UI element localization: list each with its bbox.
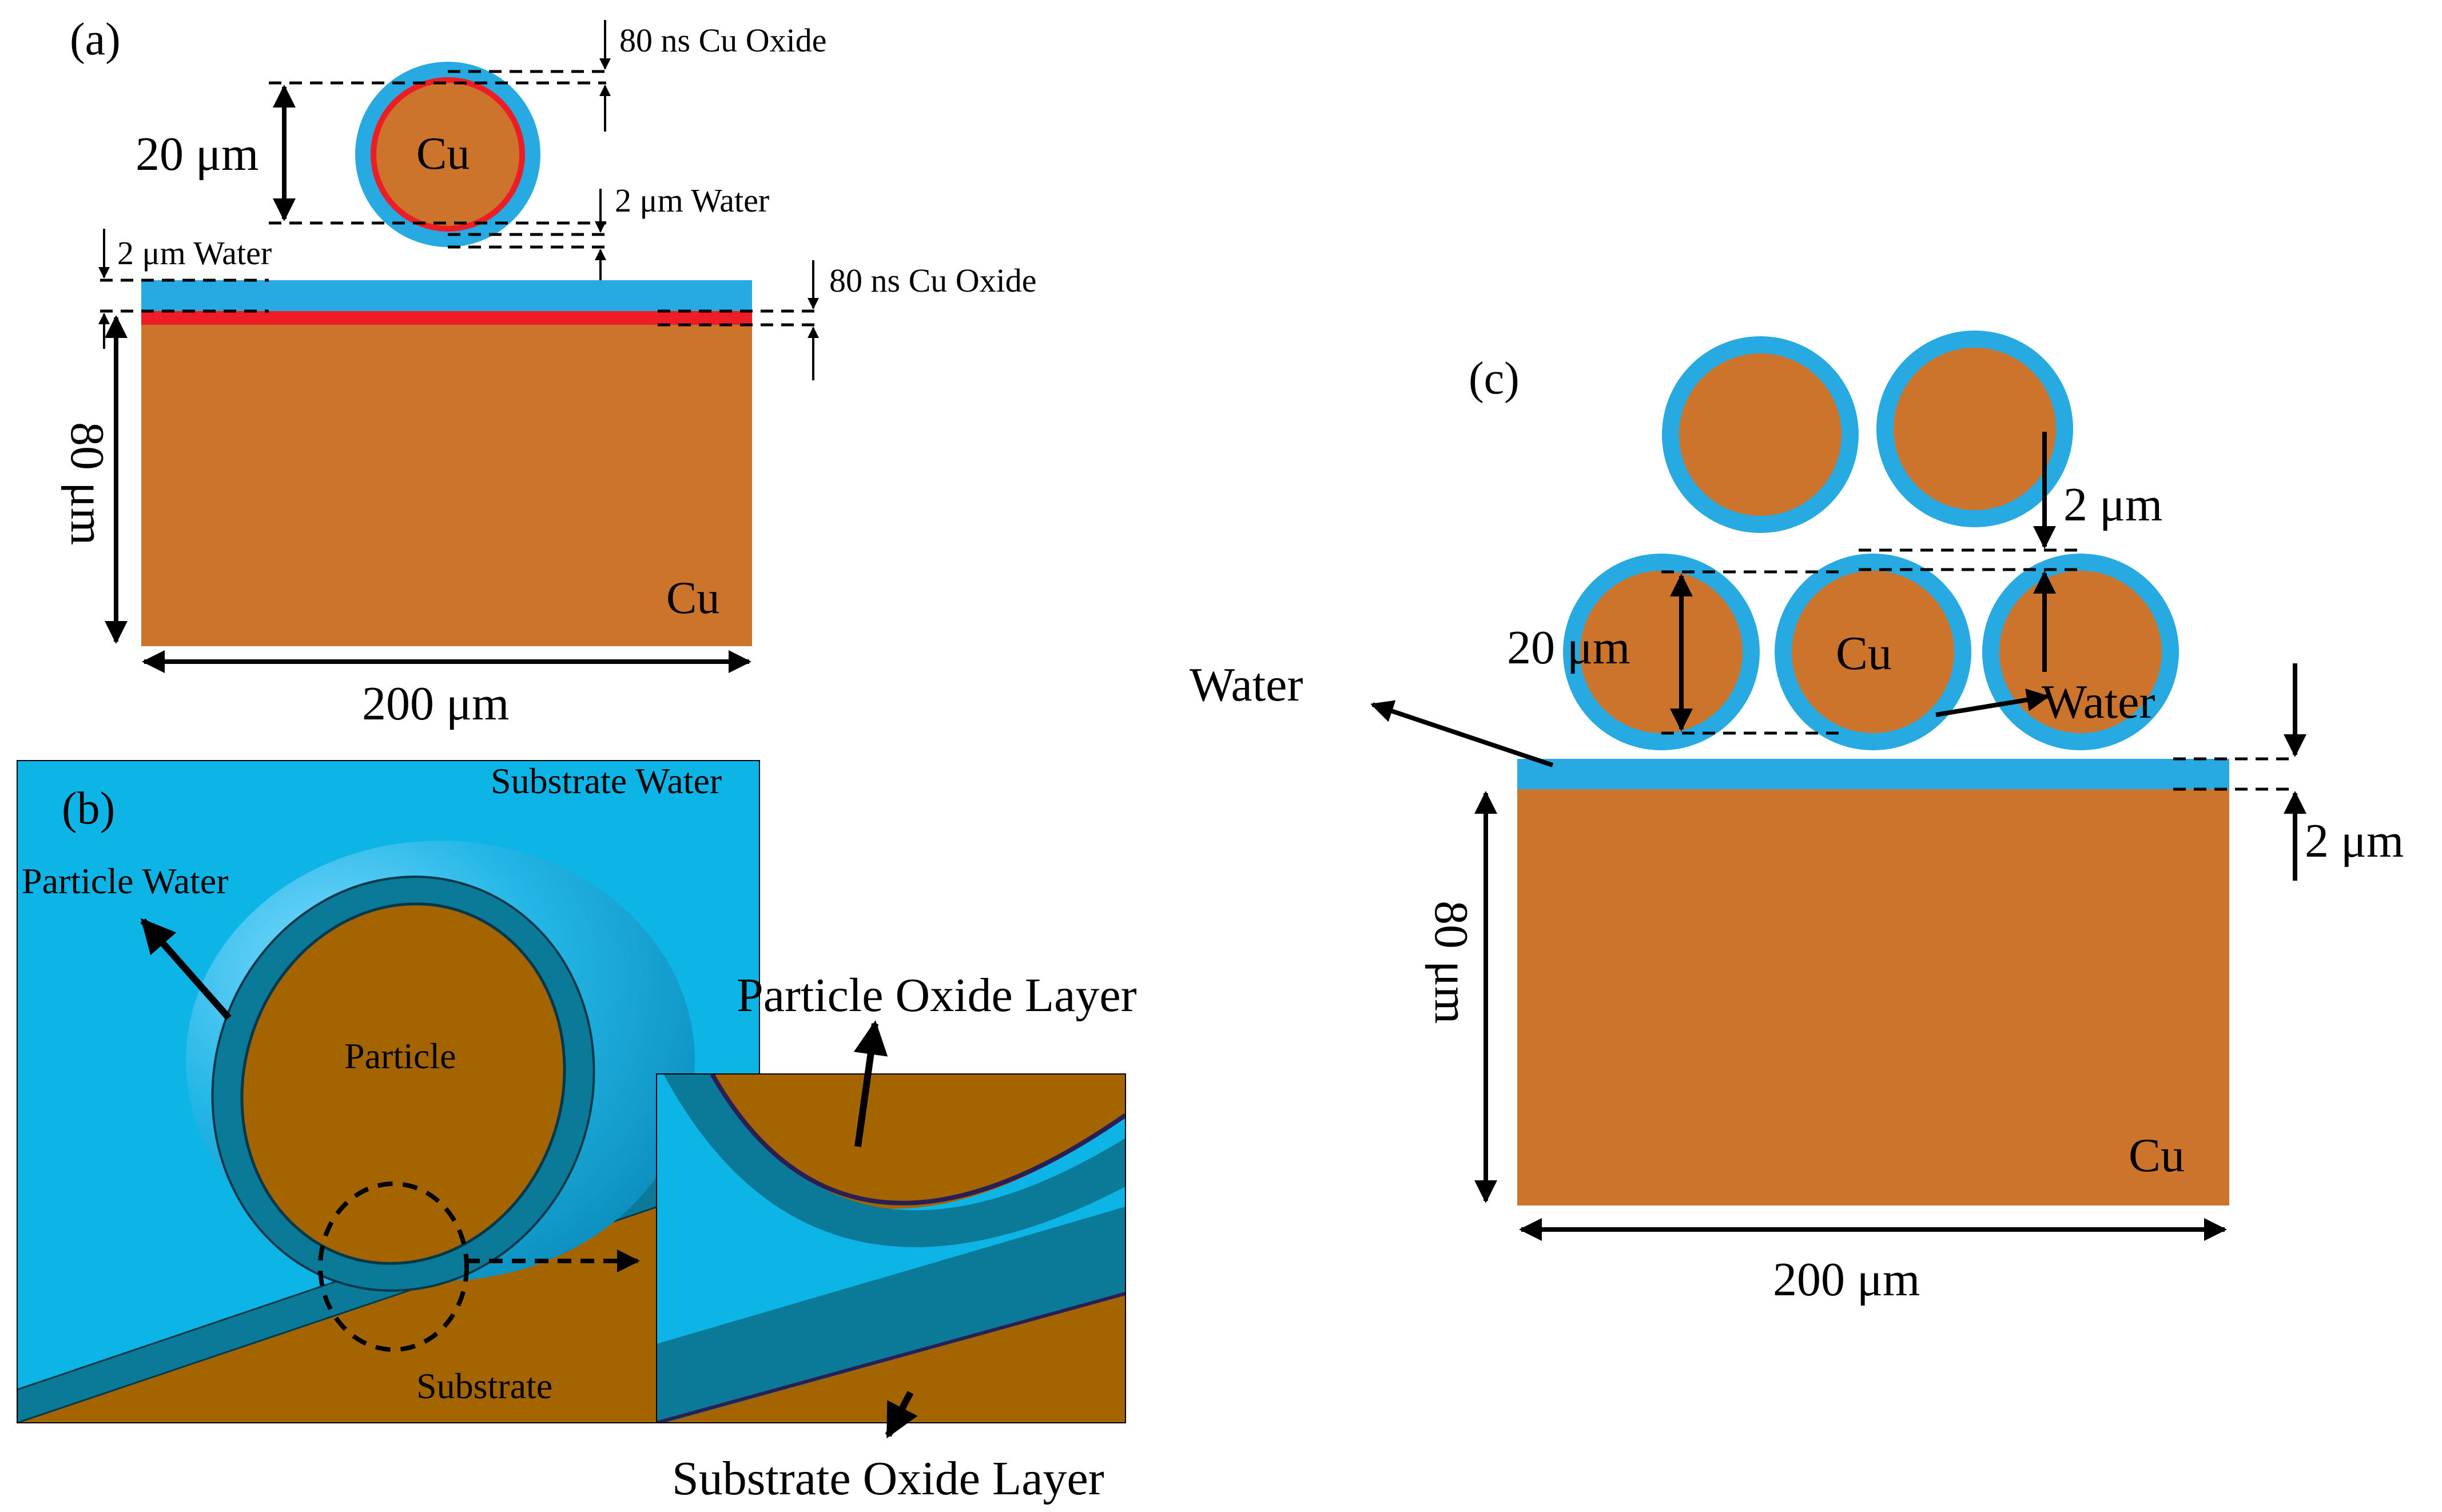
water-label-c: Water	[1190, 658, 1303, 711]
substrate-c	[1517, 789, 2229, 1205]
substrate-height-a: 80 μm	[61, 422, 114, 545]
particle-c-top-2	[1876, 331, 2073, 527]
particle-c-top-1	[1662, 336, 1859, 533]
substrate-a	[141, 325, 752, 646]
particle-label-c: Cu	[1836, 627, 1892, 680]
substrate-width-c: 200 μm	[1773, 1253, 1920, 1306]
particle-oxide-label-a: 80 ns Cu Oxide	[619, 22, 827, 59]
panel-b-tag: (b)	[62, 783, 115, 834]
substrate-water-c	[1517, 759, 2229, 789]
substrate-water-label-b: Substrate Water	[491, 761, 722, 801]
substrate-oxide-label-b: Substrate Oxide Layer	[672, 1452, 1104, 1505]
panel-a: (a) Cu Cu 20 μm 80 ns Cu Oxide 2 μm Wate…	[61, 14, 1037, 730]
particle-oxide-label-b: Particle Oxide Layer	[737, 969, 1137, 1022]
substrate-water-label-a: 2 μm Water	[117, 234, 272, 272]
water-thickness-label-c: 2 μm	[2305, 814, 2404, 868]
inset-zoom-b	[657, 1074, 1125, 1423]
substrate-height-c: 80 μm	[1425, 901, 1478, 1024]
panel-c-tag: (c)	[1469, 353, 1520, 404]
particle-water-label-b: Particle Water	[22, 861, 229, 901]
panel-b: (b) Substrate Water Particle Water Parti…	[17, 760, 1137, 1505]
water-inner-label-c: Water	[2042, 675, 2155, 729]
particle-c-bottom-2	[1775, 554, 1971, 750]
particle-diameter-c: 20 μm	[1507, 621, 1630, 674]
substrate-label-a: Cu	[666, 573, 719, 623]
particle-label-a: Cu	[416, 129, 470, 179]
substrate-water-a	[141, 280, 752, 311]
particle-c-bottom-1	[1563, 554, 1760, 750]
panel-c: (c) Cu Cu 2 μm 20 μm	[1190, 331, 2404, 1306]
particle-a	[376, 83, 519, 226]
particle-b	[240, 902, 566, 1265]
substrate-oxide-a	[141, 311, 752, 325]
substrate-oxide-label-a: 80 ns Cu Oxide	[829, 262, 1037, 299]
substrate-label-c: Cu	[2129, 1129, 2185, 1182]
substrate-label-b: Substrate	[416, 1366, 552, 1406]
gap-label-c: 2 μm	[2063, 478, 2162, 531]
particle-label-b: Particle	[344, 1036, 456, 1076]
particle-diameter-a: 20 μm	[136, 128, 258, 181]
panel-a-tag: (a)	[70, 14, 121, 65]
substrate-width-a: 200 μm	[362, 677, 509, 730]
particle-water-label-a: 2 μm Water	[615, 182, 769, 219]
